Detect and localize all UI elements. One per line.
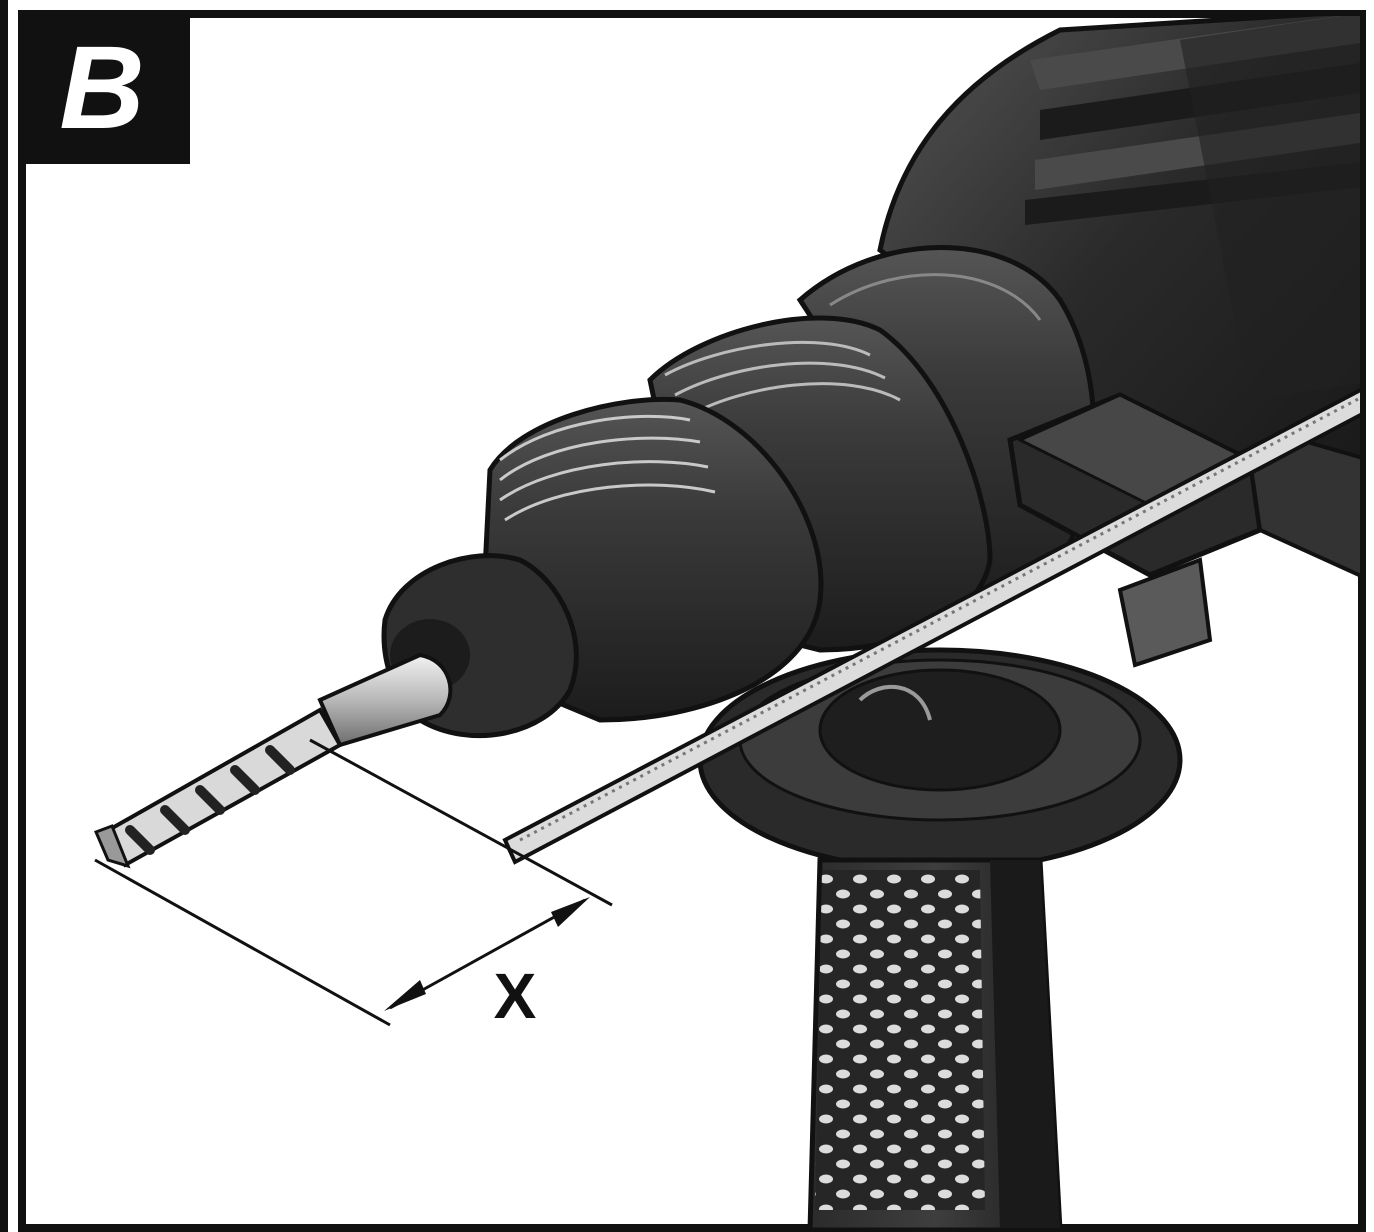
depth-stop-clamp [1007, 392, 1360, 668]
left-edge-strip [0, 0, 8, 1232]
auxiliary-handle [697, 647, 1183, 1228]
bit-holder [317, 652, 453, 748]
panel-label: B [26, 18, 190, 164]
panel-letter: B [59, 22, 144, 154]
drill-housing [877, 16, 1360, 554]
extension-line-bit-tip [94, 858, 391, 1027]
dimension-arrow-right [551, 897, 590, 927]
handle-grip-texture [815, 870, 985, 1210]
dimension-annotation: X [94, 738, 613, 1032]
dimension-label: X [494, 960, 537, 1032]
dimension-arrow-left [384, 980, 426, 1011]
extension-line-rod-end [309, 738, 613, 907]
panel-label-box [26, 18, 190, 164]
depth-stop-rod [502, 388, 1360, 865]
drill-bit [94, 707, 343, 869]
